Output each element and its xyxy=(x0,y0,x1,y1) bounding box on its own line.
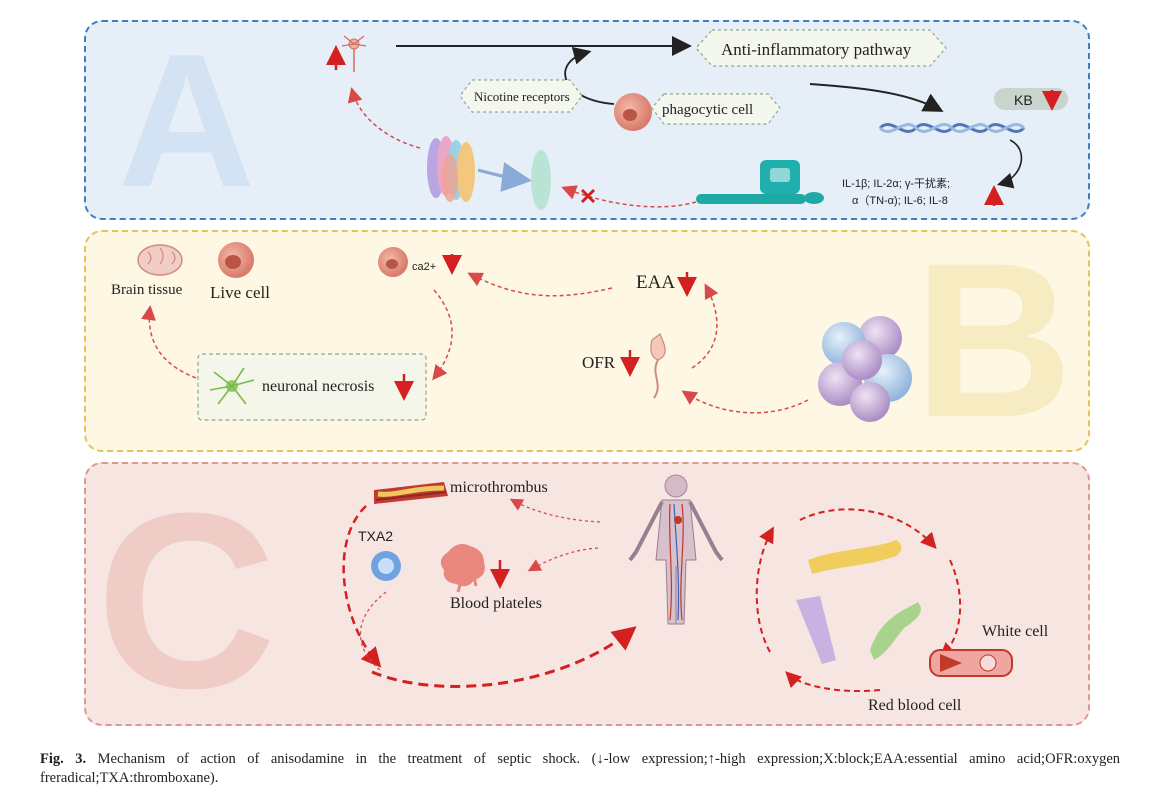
figure-caption: Fig. 3. Mechanism of action of anisodami… xyxy=(40,750,1120,788)
live-cell-icon xyxy=(218,242,254,278)
cytokines-line2: α（TN-α); IL-6; IL-8 xyxy=(852,194,948,207)
txa2-label: TXA2 xyxy=(358,528,393,544)
ca2-cell-icon xyxy=(378,247,408,277)
blood-plateles-label: Blood plateles xyxy=(450,595,542,612)
panel-c-content: microthrombus TXA2 Blood plateles xyxy=(342,474,1049,714)
arrow-circle-top xyxy=(799,508,937,549)
nicotine-receptors-box: Nicotine receptors xyxy=(459,79,583,113)
arrow-circle-bottom xyxy=(785,671,881,693)
neuron-icon xyxy=(341,35,367,72)
panel-b-content: Brain tissue Live cell ca2+ EAA ne xyxy=(111,242,912,422)
nicotine-label: Nicotine receptors xyxy=(474,89,570,104)
single-receptor-icon xyxy=(531,150,551,210)
arrow-eaa-to-ca2 xyxy=(467,272,613,297)
neuronal-necrosis-label: neuronal necrosis xyxy=(262,378,374,395)
vessel-clot-icon xyxy=(374,482,448,504)
ofr-cell-icon xyxy=(650,333,666,399)
arrow-to-body xyxy=(371,626,637,688)
panel-letter-b: B xyxy=(914,217,1073,463)
figure-label: Fig. 3. xyxy=(40,751,87,767)
molecule-spheres-icon xyxy=(818,316,912,422)
arrow-to-dna xyxy=(809,83,944,112)
phagocytic-box: phagocytic cell xyxy=(651,93,781,125)
arrow-body-to-microthrombus xyxy=(509,498,601,523)
ca2-label: ca2+ xyxy=(412,261,436,273)
brain-tissue-icon xyxy=(137,244,183,276)
red-blood-cell-label: Red blood cell xyxy=(868,697,962,714)
arrow-spheres-to-ofr xyxy=(681,390,809,414)
arrow-blue-receptor xyxy=(477,162,532,192)
arrow-ofr-to-eaa xyxy=(691,283,719,369)
arrow-microthrombus-loop xyxy=(342,505,382,668)
phagocytic-label: phagocytic cell xyxy=(662,102,753,118)
panel-letter-c: C xyxy=(96,461,277,740)
arrow-body-to-platelets xyxy=(527,547,599,572)
dna-icon xyxy=(878,123,1026,133)
red-blood-cell-icon xyxy=(929,649,1013,677)
arrow-to-cytokines xyxy=(996,139,1023,189)
anti-inflammatory-box: Anti-inflammatory pathway xyxy=(695,29,947,67)
microthrombus-label: microthrombus xyxy=(450,479,548,496)
green-cell-icon xyxy=(870,602,921,660)
eaa-label: EAA xyxy=(636,272,675,293)
panel-a-content: Anti-inflammatory pathway Nicotine recep… xyxy=(326,29,1068,210)
neuronal-necrosis-box: neuronal necrosis xyxy=(197,353,427,421)
brain-tissue-label: Brain tissue xyxy=(111,282,183,298)
arrow-ca2-to-necrosis xyxy=(432,289,453,381)
arrow-necrosis-to-brain xyxy=(141,305,197,379)
panel-letter-a: A xyxy=(118,15,256,227)
anti-inflammatory-label: Anti-inflammatory pathway xyxy=(721,40,912,59)
receptor-stack-icon xyxy=(427,136,475,202)
arrow-txa2-loop xyxy=(360,591,387,671)
phagocytic-cell-icon xyxy=(614,93,652,131)
cytokines-line1: IL-1β; IL-2α; γ-干扰素; xyxy=(842,176,950,190)
caption-text: Mechanism of action of anisodamine in th… xyxy=(40,751,1121,786)
human-body-icon xyxy=(628,474,724,625)
drug-icon xyxy=(696,160,824,204)
purple-cell-icon xyxy=(796,596,836,664)
panel-c xyxy=(84,462,1090,726)
block-x-icon xyxy=(580,188,596,204)
yellow-cell-icon xyxy=(808,540,902,574)
live-cell-label: Live cell xyxy=(210,283,270,302)
kb-label: KB xyxy=(1014,92,1033,108)
arrow-receptor-to-neuron xyxy=(347,87,421,149)
arrow-circle-left xyxy=(755,526,774,653)
neuron-cell-icon xyxy=(209,367,255,405)
white-cell-label: White cell xyxy=(982,623,1049,640)
platelet-icon xyxy=(440,544,485,593)
ofr-label: OFR xyxy=(582,353,616,372)
txa2-cell-icon xyxy=(371,551,401,581)
kb-badge: KB xyxy=(994,88,1068,111)
arrow-circle-right xyxy=(939,559,962,659)
